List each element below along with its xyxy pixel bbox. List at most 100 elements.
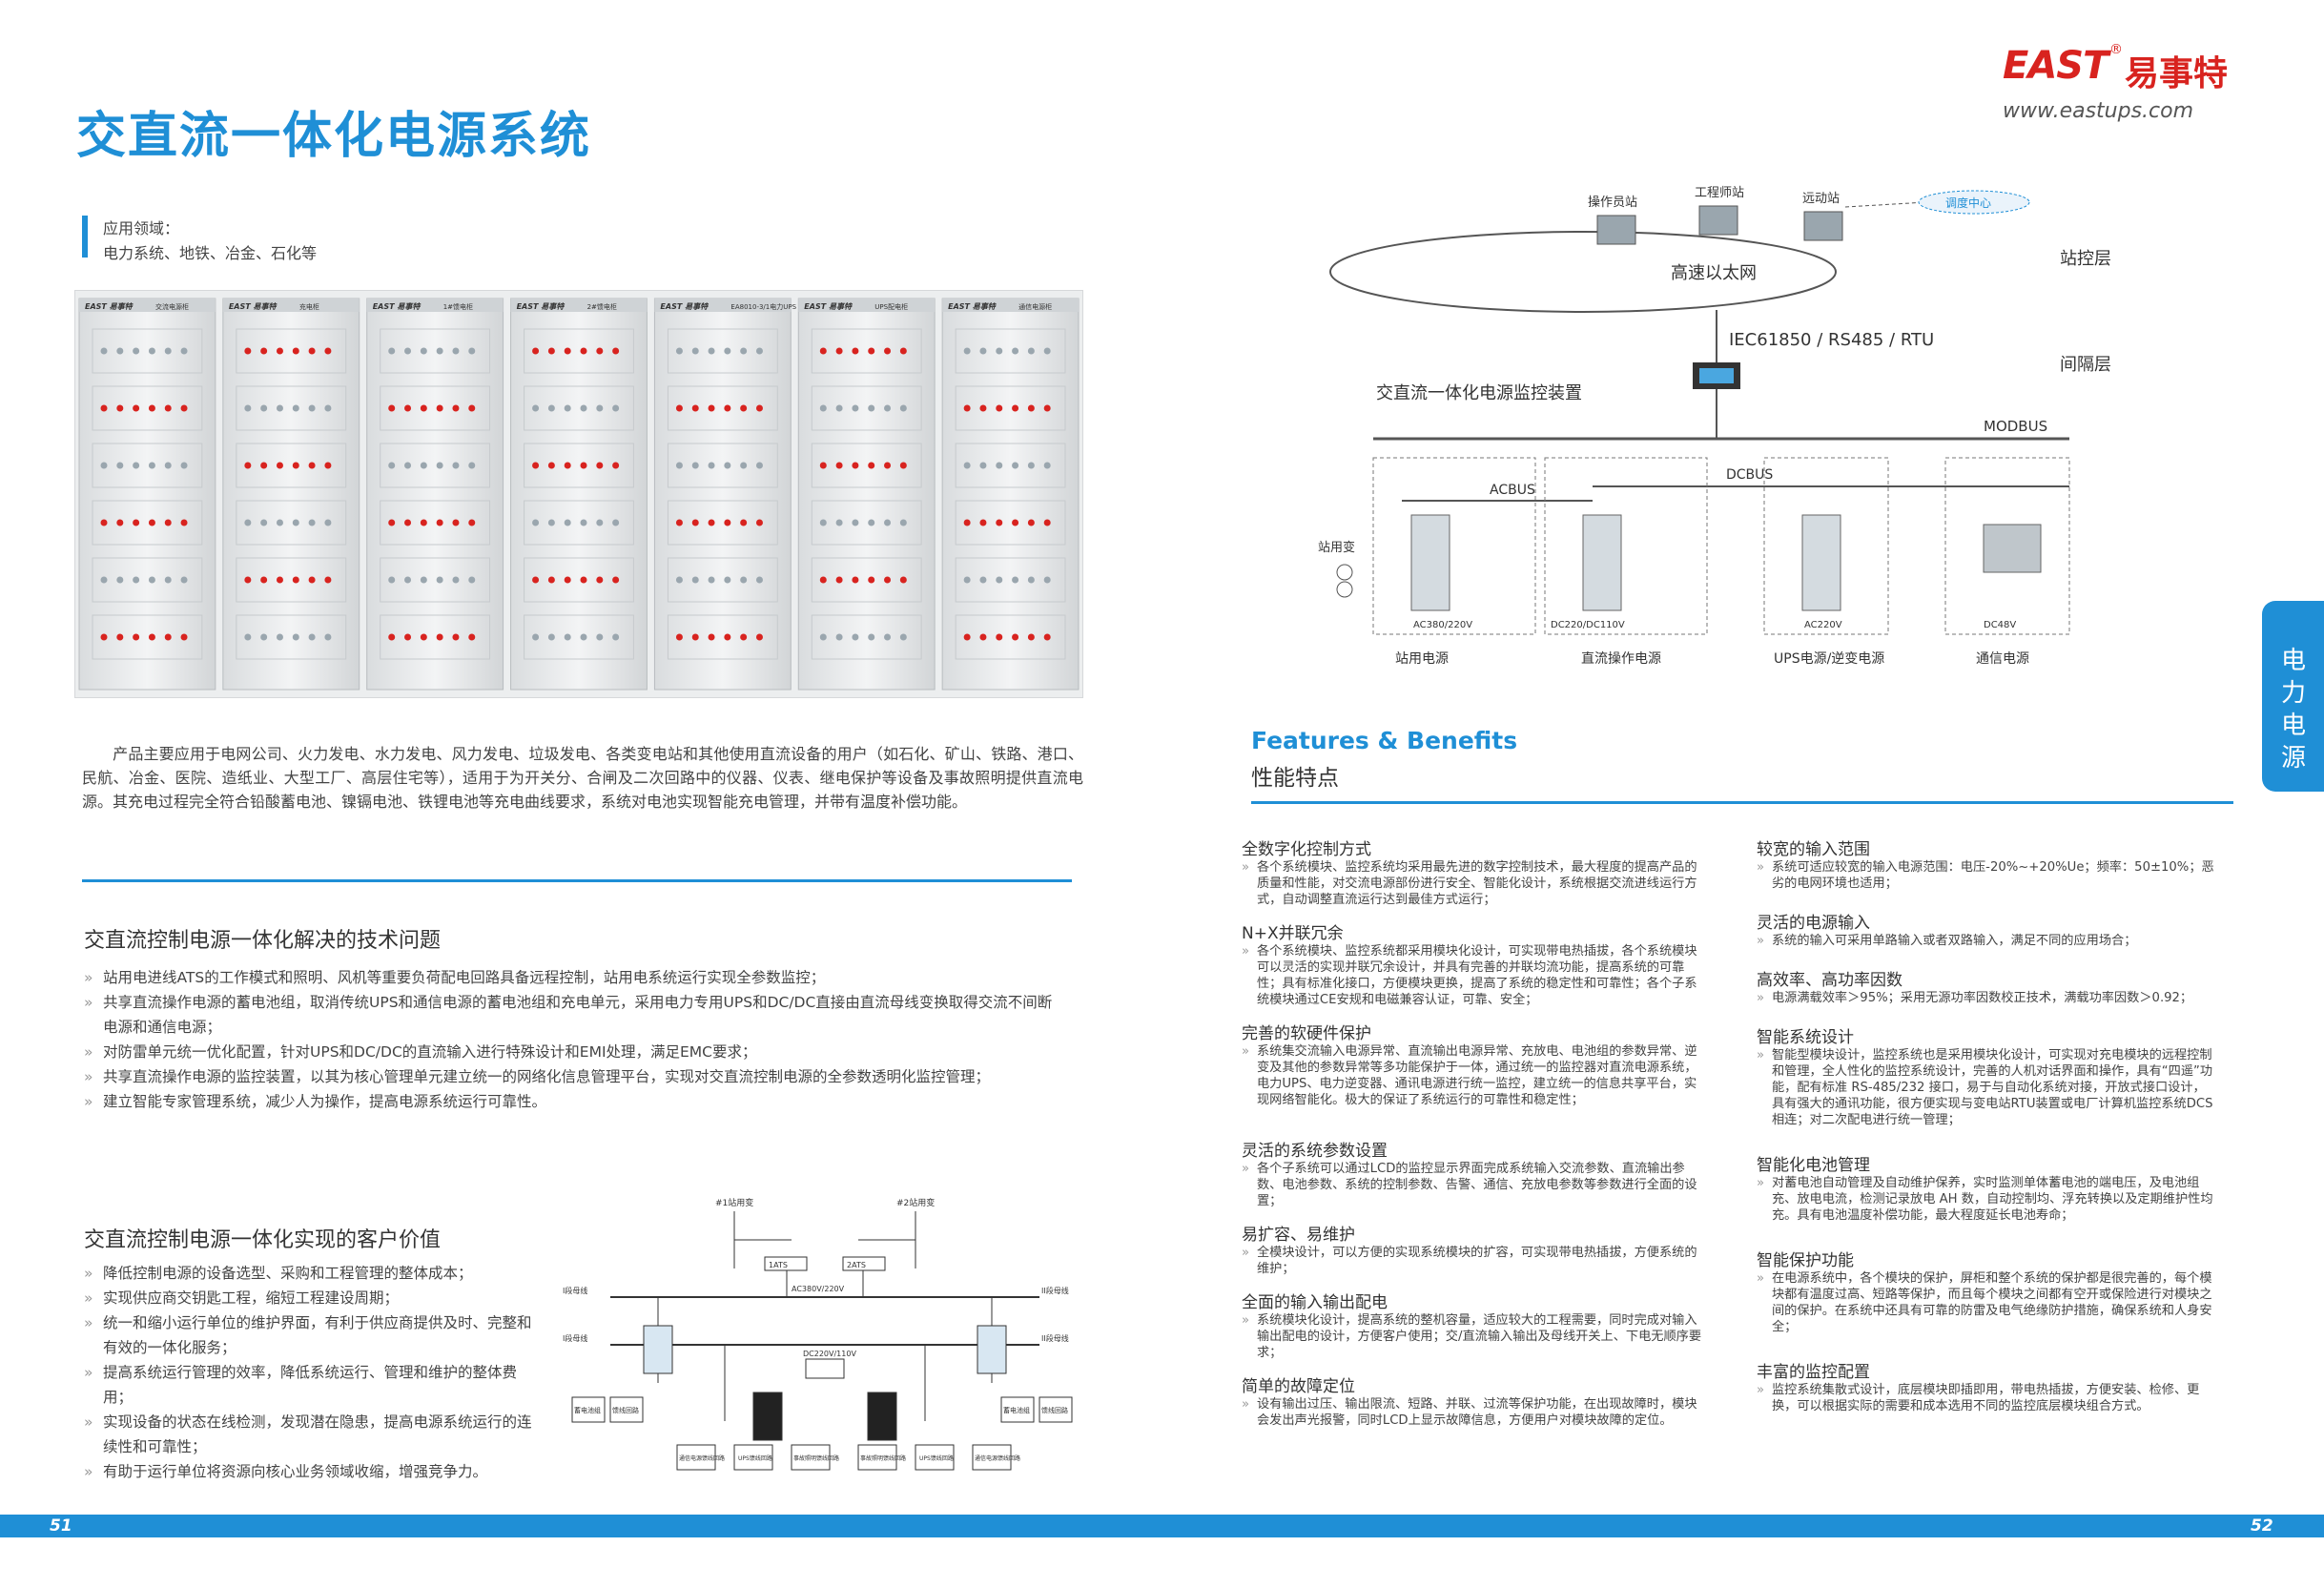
feature-body: 系统集交流输入电源异常、直流输出电源异常、充放电、电池组的参数异常、逆变及其他的… xyxy=(1242,1043,1709,1108)
cabinet-name: 交流电源柜 xyxy=(155,302,189,311)
cabinet: EAST 易事特 交流电源柜 xyxy=(78,298,216,691)
page-number-right: 52 xyxy=(2251,1516,2273,1536)
seg-left-bottom: I段母线 xyxy=(563,1333,587,1343)
monitor-label: 交直流一体化电源监控装置 xyxy=(1376,383,1582,403)
section1-list: 站用电进线ATS的工作模式和照明、风机等重要负荷配电回路具备远程控制，站用电系统… xyxy=(84,965,1066,1114)
box-label: 蓄电池组 xyxy=(1003,1406,1030,1414)
feature-item: 全数字化控制方式 各个系统模块、监控系统均采用最先进的数字控制技术，最大程度的提… xyxy=(1242,835,1709,908)
dcbus-label: DCBUS xyxy=(1726,467,1773,483)
bus-ac-label: AC380V/220V xyxy=(792,1285,845,1293)
feature-body: 智能型模块设计，监控系统也是采用模块化设计，可实现对充电模块的远程控制和管理，全… xyxy=(1757,1047,2214,1128)
box-label: 事故照明馈线回路 xyxy=(860,1454,906,1462)
list-item: 实现供应商交钥匙工程，缩短工程建设周期； xyxy=(84,1286,532,1310)
feature-item: 智能保护功能 在电源系统中，各个模块的保护，屏柜和整个系统的保护都是很完善的，每… xyxy=(1757,1247,2214,1335)
section2-title: 交直流控制电源一体化实现的客户价值 xyxy=(84,1228,442,1252)
list-item: 建立智能专家管理系统，减少人为操作，提高电源系统运行可靠性。 xyxy=(84,1089,1066,1114)
layer-bay-label: 间隔层 xyxy=(2060,355,2111,375)
feature-item: 全面的输入输出配电 系统模块化设计，提高系统的整机容量，适应较大的工程需要，同时… xyxy=(1242,1289,1709,1361)
side-tab xyxy=(2262,601,2324,792)
feature-title: 完善的软硬件保护 xyxy=(1242,1024,1371,1043)
intro-paragraph: 产品主要应用于电网公司、火力发电、水力发电、风力发电、垃圾发电、各类变电站和其他… xyxy=(82,742,1083,814)
section-divider xyxy=(82,879,1072,882)
feature-body: 各个子系统可以通过LCD的监控显示界面完成系统输入交流参数、直流输出参数、电池参… xyxy=(1242,1161,1709,1209)
website-url: www.eastups.com xyxy=(2003,99,2194,123)
feature-body: 设有输出过压、输出限流、短路、并联、过流等保护功能，在出现故障时，模块会发出声光… xyxy=(1242,1396,1709,1429)
feature-title: 灵活的系统参数设置 xyxy=(1242,1142,1388,1161)
cabinet: EAST 易事特 充电柜 xyxy=(222,298,360,691)
cabinet-brand: EAST 易事特 xyxy=(517,302,566,311)
voltage-label: AC380/220V xyxy=(1413,620,1472,630)
feature-body: 对蓄电池自动管理及自动维护保养，实时监测单体蓄电池的端电压，及电池组充、放电电流… xyxy=(1757,1175,2214,1224)
page-number-left: 51 xyxy=(50,1516,72,1536)
cabinet-brand: EAST 易事特 xyxy=(373,302,422,311)
feature-item: 较宽的输入范围 系统可适应较宽的输入电源范围：电压-20%~+20%Ue；频率：… xyxy=(1757,835,2214,892)
application-label: 应用领域： xyxy=(103,219,180,237)
feature-body: 全模块设计，可以方便的实现系统模块的扩容，可实现带电热插拔，方便系统的维护； xyxy=(1242,1245,1709,1277)
cabinet-name: 充电柜 xyxy=(299,302,319,311)
application-fields: 电力系统、地铁、冶金、石化等 xyxy=(103,244,318,262)
feature-title: 智能化电池管理 xyxy=(1757,1156,1870,1175)
cabinet-brand: EAST 易事特 xyxy=(948,302,997,311)
voltage-label: DC220/DC110V xyxy=(1551,620,1625,630)
feature-body: 系统的输入可采用单路输入或者双路输入，满足不同的应用场合； xyxy=(1757,933,2214,949)
seg-right-top: II段母线 xyxy=(1041,1286,1069,1295)
box-label: 馈线回路 xyxy=(1041,1406,1068,1414)
subsystem-label: 站用电源 xyxy=(1395,651,1449,667)
cabinet-name: UPS配电柜 xyxy=(874,302,908,311)
section1-title: 交直流控制电源一体化解决的技术问题 xyxy=(84,929,442,953)
feature-body: 各个系统模块、监控系统都采用模块化设计，可实现带电热插拔，各个系统模块可以灵活的… xyxy=(1242,943,1709,1008)
features-right-column: 较宽的输入范围 系统可适应较宽的输入电源范围：电压-20%~+20%Ue；频率：… xyxy=(1757,835,2214,1414)
feature-item: 完善的软硬件保护 系统集交流输入电源异常、直流输出电源异常、充放电、电池组的参数… xyxy=(1242,1020,1709,1108)
page-title: 交直流一体化电源系统 xyxy=(76,108,592,165)
feature-body: 在电源系统中，各个模块的保护，屏柜和整个系统的保护都是很完善的，每个模块都有温度… xyxy=(1757,1270,2214,1335)
cabinet-brand: EAST 易事特 xyxy=(229,302,278,311)
box-label: UPS馈线回路 xyxy=(738,1454,772,1462)
ats1-label: 1ATS xyxy=(769,1261,788,1269)
list-item: 站用电进线ATS的工作模式和照明、风机等重要负荷配电回路具备远程控制，站用电系统… xyxy=(84,965,1066,990)
feature-title: 简单的故障定位 xyxy=(1242,1377,1355,1396)
feature-title: 智能系统设计 xyxy=(1757,1028,1854,1047)
cabinet-brand: EAST 易事特 xyxy=(660,302,709,311)
feature-item: 灵活的系统参数设置 各个子系统可以通过LCD的监控显示界面完成系统输入交流参数、… xyxy=(1242,1137,1709,1209)
circuit-svg: #1站用变 #2站用变 1ATS 2ATS AC380V/220V DC220V… xyxy=(563,1197,1073,1471)
incoming2-label: #2站用变 xyxy=(896,1197,935,1208)
feature-item: 高效率、高功率因数 电源满载效率＞95%；采用无源功率因数校正技术，满载功率因数… xyxy=(1757,966,2214,1006)
voltage-label: DC48V xyxy=(1984,620,2016,630)
accent-bar xyxy=(82,216,88,258)
brand-logo: EAST xyxy=(2003,44,2108,88)
topology-svg: 操作员站 工程师站 远动站 调度中心 高速以太网 站控层 IEC61850 / … xyxy=(1318,186,2111,667)
brand-logo-cn: 易事特 xyxy=(2125,54,2229,93)
features-title-cn: 性能特点 xyxy=(1251,766,1339,791)
box-label: UPS馈线回路 xyxy=(919,1454,954,1462)
feature-title: 灵活的电源输入 xyxy=(1757,914,1870,933)
list-item: 对防雷单元统一优化配置，针对UPS和DC/DC的直流输入进行特殊设计和EMI处理… xyxy=(84,1040,1066,1064)
list-item: 实现设备的状态在线检测，发现潜在隐患，提高电源系统运行的连续性和可靠性； xyxy=(84,1410,532,1459)
list-item: 统一和缩小运行单位的维护界面，有利于供应商提供及时、完整和有效的一体化服务； xyxy=(84,1310,532,1360)
registered-mark: ® xyxy=(2109,42,2123,57)
cabinet-brand: EAST 易事特 xyxy=(85,302,134,311)
feature-item: 灵活的电源输入 系统的输入可采用单路输入或者双路输入，满足不同的应用场合； xyxy=(1757,909,2214,949)
feature-item: 易扩容、易维护 全模块设计，可以方便的实现系统模块的扩容，可实现带电热插拔，方便… xyxy=(1242,1221,1709,1277)
feature-body: 系统模块化设计，提高系统的整机容量，适应较大的工程需要，同时完成对输入输出配电的… xyxy=(1242,1312,1709,1361)
acbus-label: ACBUS xyxy=(1490,483,1535,498)
features-divider xyxy=(1251,801,2233,804)
feature-title: 较宽的输入范围 xyxy=(1757,840,1870,859)
voltage-label: AC220V xyxy=(1804,620,1842,630)
feature-item: 智能化电池管理 对蓄电池自动管理及自动维护保养，实时监测单体蓄电池的端电压，及电… xyxy=(1757,1151,2214,1224)
cabinet: EAST 易事特通信电源柜 xyxy=(941,298,1080,691)
station-label: 操作员站 xyxy=(1588,195,1637,210)
feature-title: 全面的输入输出配电 xyxy=(1242,1293,1388,1312)
modbus-label: MODBUS xyxy=(1984,418,2047,435)
seg-right-bottom: II段母线 xyxy=(1041,1333,1069,1343)
box-label: 通信电源馈线回路 xyxy=(975,1454,1020,1462)
subsystem-label: UPS电源/逆变电源 xyxy=(1774,651,1884,667)
feature-title: 高效率、高功率因数 xyxy=(1757,971,1902,990)
feature-title: 丰富的监控配置 xyxy=(1757,1363,1870,1382)
feature-item: 智能系统设计 智能型模块设计，监控系统也是采用模块化设计，可实现对充电模块的远程… xyxy=(1757,1023,2214,1128)
feature-item: 简单的故障定位 设有输出过压、输出限流、短路、并联、过流等保护功能，在出现故障时… xyxy=(1242,1372,1709,1429)
